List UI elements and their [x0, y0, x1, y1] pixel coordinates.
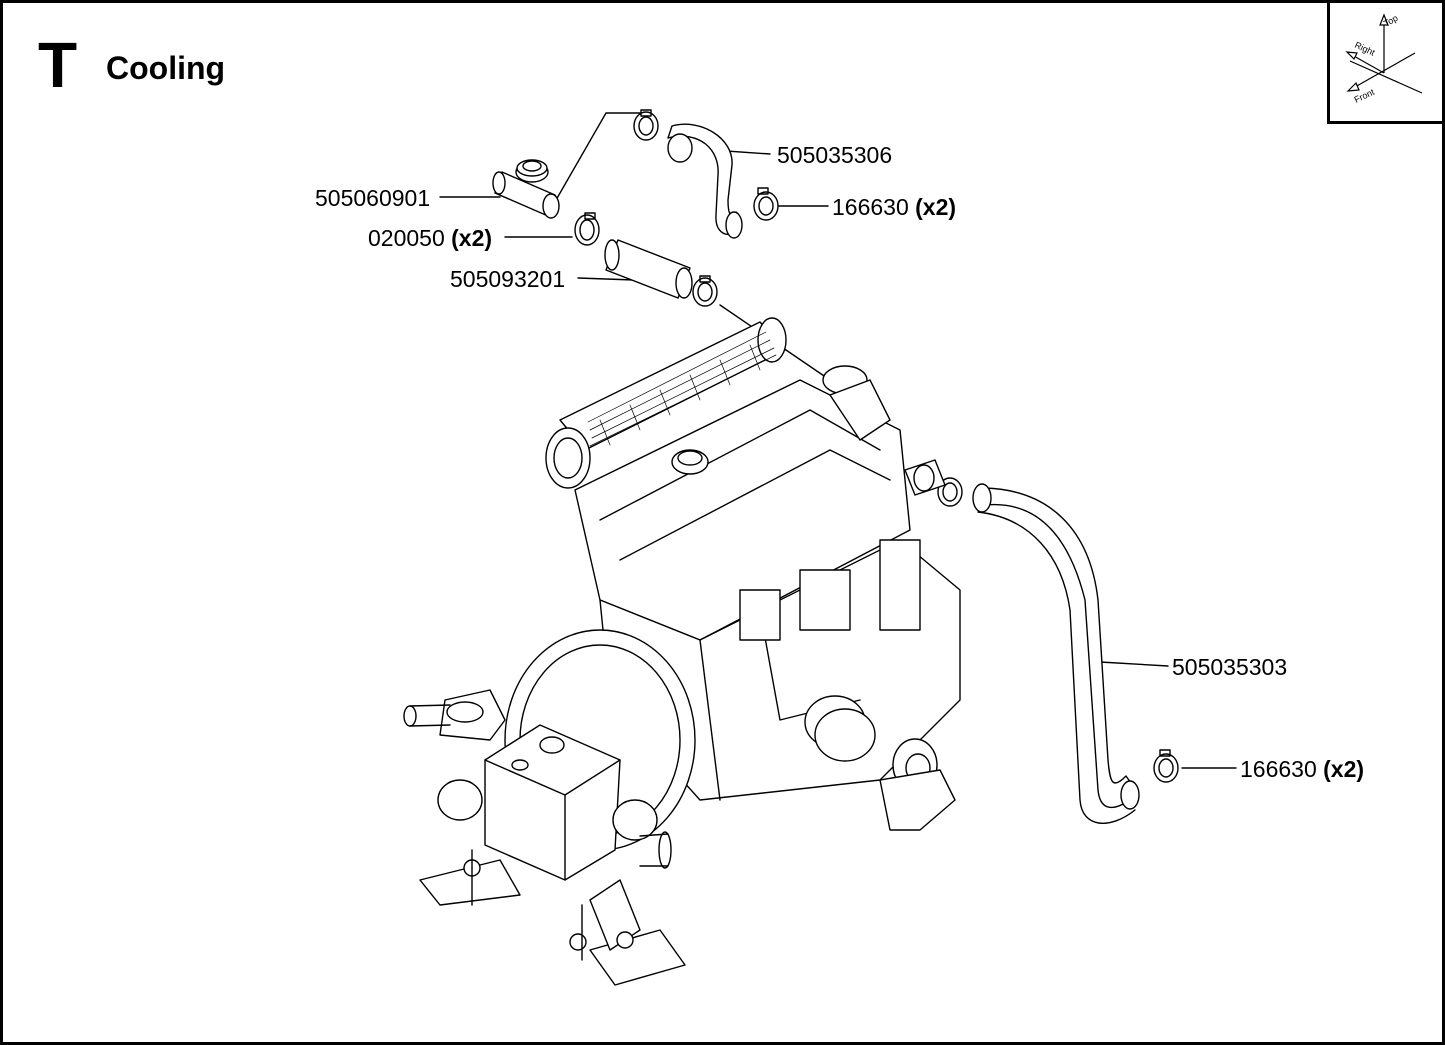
long-lower-hose [972, 483, 1140, 824]
callout-166630-lower: 166630 (x2) [1240, 756, 1365, 782]
callout-505035306: 505035306 [777, 142, 893, 168]
callout-505060901: 505060901 [315, 185, 431, 211]
hose-clamp-upper-left [574, 212, 600, 246]
engine-assembly [403, 317, 961, 986]
hose-clamp-top [633, 109, 659, 141]
section-title: Cooling [106, 50, 226, 86]
orientation-axes-icon: Top Right Front [1345, 13, 1423, 105]
hose-clamp-upper-right [753, 187, 779, 221]
callout-505035303: 505035303 [1172, 654, 1288, 680]
orientation-indicator: Top Right Front [1327, 0, 1445, 124]
hose-clamp-bottom-right [1153, 749, 1179, 783]
callout-166630-upper: 166630 (x2) [832, 194, 957, 220]
section-letter: T [38, 29, 78, 101]
straight-hose [604, 239, 693, 299]
callout-505093201: 505093201 [450, 266, 566, 292]
hose-clamp-lower-hose [692, 275, 718, 307]
bent-hose-upper [667, 123, 743, 239]
callout-020050: 020050 (x2) [368, 225, 493, 251]
filler-neck-tube [492, 159, 560, 219]
